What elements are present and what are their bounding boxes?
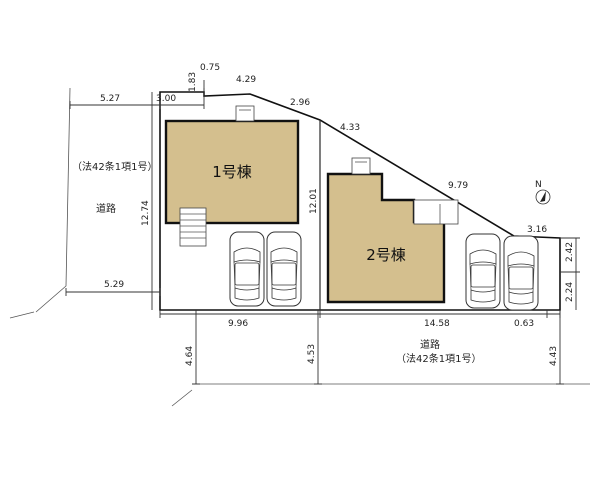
dim-12-01: 12.01 [309,188,319,214]
building-1-label: 1号棟 [212,163,252,181]
dim-3-00: 3.00 [156,94,176,104]
building-2: 2号棟 [326,157,459,304]
left-road-note: （法42条1項1号） [72,160,157,173]
dim-4-43: 4.43 [549,346,559,366]
dim-2-42: 2.42 [565,242,575,262]
north-arrow-icon: N [535,180,551,205]
dim-4-53: 4.53 [307,344,317,364]
building-2-label: 2号棟 [366,246,406,264]
parking-car-2 [266,231,302,307]
dim-2-24: 2.24 [565,282,575,302]
dim-9-96: 9.96 [228,319,248,329]
dim-1-83: 1.83 [188,72,198,92]
dim-5-29: 5.29 [104,280,124,290]
dim-9-79: 9.79 [448,181,468,191]
dim-5-27: 5.27 [100,94,120,104]
building-1: 1号棟 [164,105,300,247]
dim-4-64: 4.64 [185,346,195,366]
dim-0-63: 0.63 [514,319,534,329]
bottom-road-note: （法42条1項1号） [396,352,481,365]
dim-4-33: 4.33 [340,123,360,133]
dim-4-29: 4.29 [236,75,256,85]
dim-12-74: 12.74 [141,200,151,226]
parking-car-4 [503,235,539,311]
bottom-road-edges [171,383,590,407]
bottom-road-label: 道路 [420,338,440,351]
parking-car-1 [229,231,265,307]
dim-0-75: 0.75 [200,63,220,73]
dim-2-96: 2.96 [290,98,310,108]
north-label: N [535,180,542,190]
dimension-lines [65,80,580,385]
left-road-label: 道路 [96,202,116,215]
left-road-edges [9,87,71,319]
dim-14-58: 14.58 [424,319,450,329]
dim-3-16: 3.16 [527,225,547,235]
parking-car-3 [465,233,501,309]
